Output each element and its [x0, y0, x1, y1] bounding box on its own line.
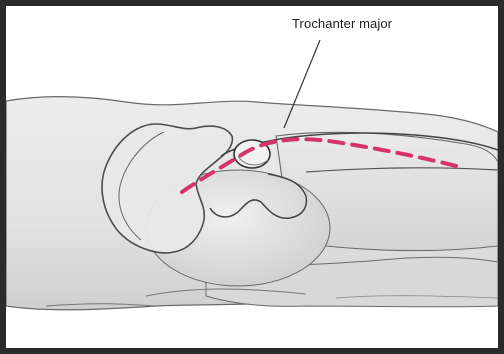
hip-lateral-view-illustration	[6, 6, 498, 348]
trochanter-major-label: Trochanter major	[292, 16, 392, 31]
